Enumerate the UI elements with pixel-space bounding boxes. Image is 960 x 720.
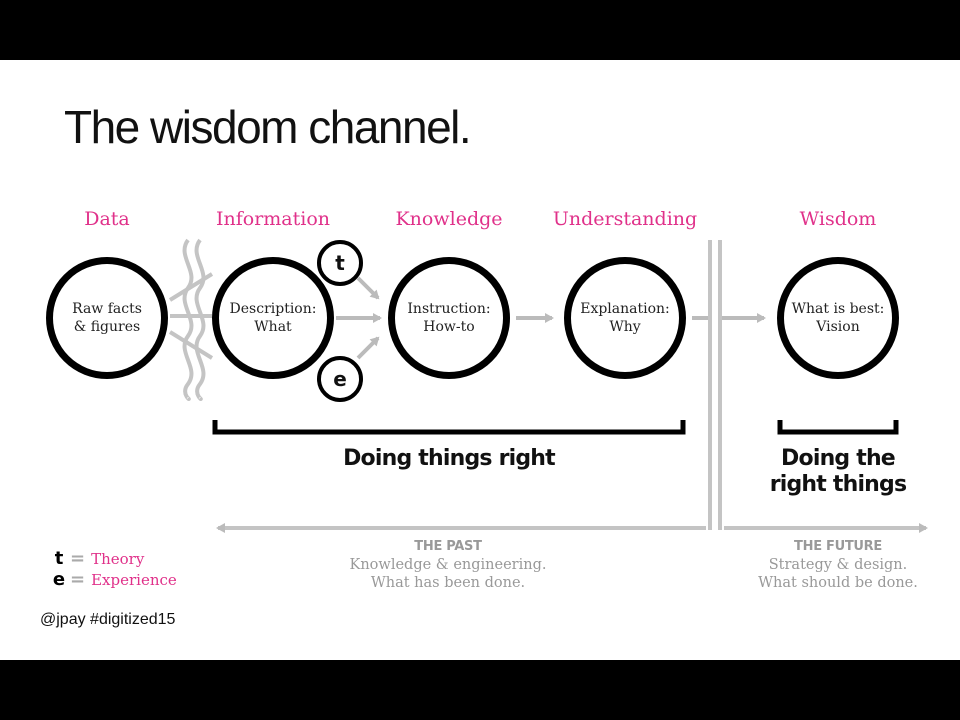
future-line1: Strategy & design.	[768, 557, 908, 573]
circle-data-line1: Raw facts	[72, 301, 142, 317]
label-doing-right-things: Doing the right things	[758, 446, 918, 498]
circle-wisdom-line2: Vision	[816, 319, 860, 335]
label-doing-right-things-line2: right things	[769, 472, 907, 497]
past-heading: THE PAST	[414, 539, 482, 554]
legend-experience-letter: e	[52, 569, 66, 590]
circle-information-line2: What	[254, 319, 292, 335]
legend-experience-text: Experience	[91, 570, 177, 589]
circle-data-line2: & figures	[73, 319, 141, 335]
legend-theory-letter: t	[54, 548, 64, 569]
label-doing-things-right: Doing things right	[343, 446, 556, 471]
legend-experience: e = Experience	[52, 569, 177, 590]
past-caption: THE PAST Knowledge & engineering. What h…	[318, 538, 578, 592]
circle-understanding: Explanation: Why	[564, 257, 686, 379]
stage-label-data: Data	[84, 208, 130, 230]
circle-wisdom: What is best: Vision	[777, 257, 899, 379]
circle-information: Description: What	[212, 257, 334, 379]
future-line2: What should be done.	[758, 575, 918, 591]
experience-input-circle: e	[317, 356, 363, 402]
legend-theory-equals: =	[70, 548, 86, 569]
circle-data: Raw facts & figures	[46, 257, 168, 379]
circle-knowledge-line2: How-to	[423, 319, 475, 335]
slide-title: The wisdom channel.	[64, 101, 472, 153]
slide: The wisdom channel.	[0, 60, 960, 660]
past-line2: What has been done.	[370, 575, 526, 591]
circle-knowledge-line1: Instruction:	[407, 301, 491, 317]
diagram-connectors	[168, 238, 928, 533]
stage-label-understanding: Understanding	[552, 208, 698, 230]
legend-theory: t = Theory	[52, 548, 145, 569]
stage-label-information: Information	[215, 208, 331, 230]
past-line1: Knowledge & engineering.	[349, 557, 547, 573]
data-fan-lines	[168, 272, 214, 360]
input-arrows	[336, 276, 382, 360]
circle-understanding-line2: Why	[609, 319, 641, 335]
bracket-doing-things-right	[212, 420, 686, 435]
legend-theory-text: Theory	[91, 549, 145, 568]
footer-hashtag: @jpay #digitized15	[40, 611, 176, 628]
circle-knowledge: Instruction: How-to	[388, 257, 510, 379]
bracket-doing-right-things	[777, 420, 899, 435]
stage-label-knowledge: Knowledge	[395, 208, 503, 230]
circle-information-line1: Description:	[229, 301, 317, 317]
circle-understanding-line1: Explanation:	[580, 301, 670, 317]
theory-input-circle: t	[317, 240, 363, 286]
legend-experience-equals: =	[70, 569, 86, 590]
future-heading: THE FUTURE	[794, 539, 882, 554]
circle-wisdom-line1: What is best:	[791, 301, 885, 317]
stage-label-wisdom: Wisdom	[799, 208, 877, 230]
noise-waves	[182, 238, 206, 401]
label-doing-right-things-line1: Doing the	[781, 446, 896, 471]
future-caption: THE FUTURE Strategy & design. What shoul…	[738, 538, 938, 592]
